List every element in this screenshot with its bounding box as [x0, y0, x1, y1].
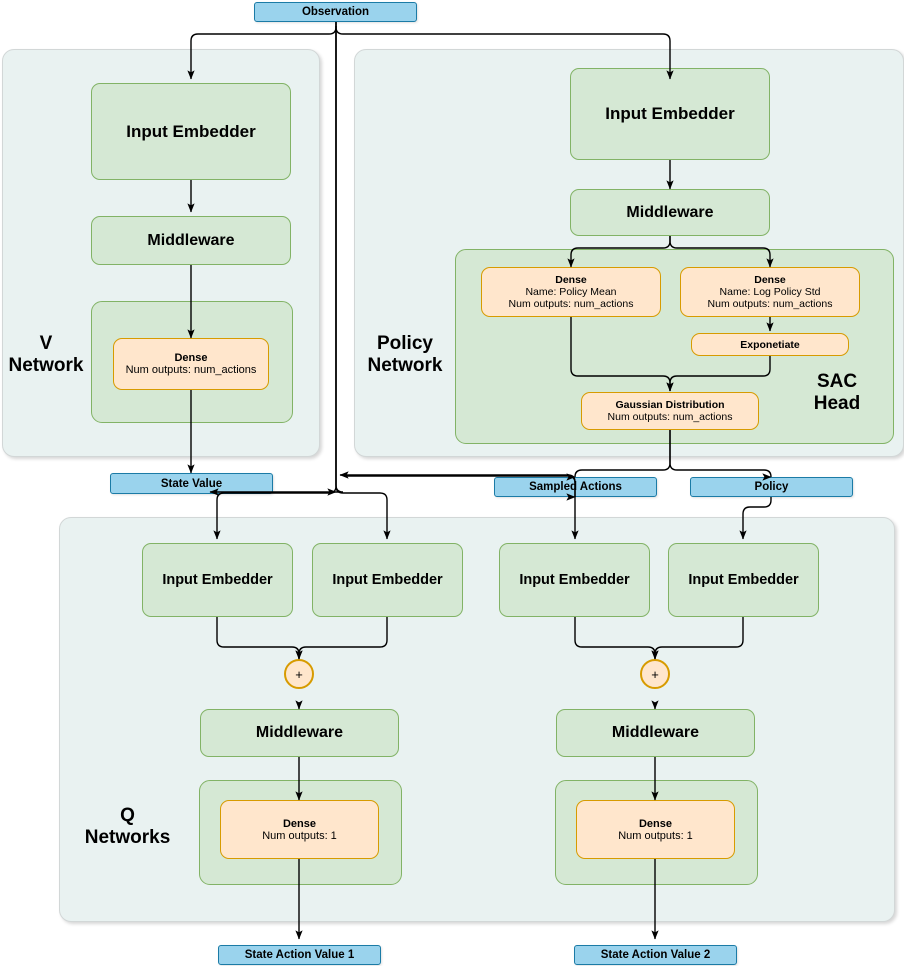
q2-middleware[interactable]: Middleware — [556, 709, 755, 757]
q1-add-node[interactable]: + — [284, 659, 314, 689]
policy-middleware[interactable]: Middleware — [570, 189, 770, 236]
q1-middleware-label: Middleware — [255, 724, 344, 741]
gaussian-outputs: Num outputs: num_actions — [607, 411, 733, 423]
q-input-embedder-3-label: Input Embedder — [519, 572, 630, 588]
q-input-embedder-2[interactable]: Input Embedder — [312, 543, 463, 617]
io-state-action-value-1-label: State Action Value 1 — [244, 949, 355, 961]
v-input-embedder[interactable]: Input Embedder — [91, 83, 291, 180]
q1-add-label: + — [295, 666, 303, 682]
exponetiate-label: Exponetiate — [740, 338, 800, 351]
io-policy-label: Policy — [754, 481, 789, 493]
gaussian-title: Gaussian Distribution — [615, 399, 725, 411]
q1-dense[interactable]: Dense Num outputs: 1 — [220, 800, 379, 859]
io-sampled-actions[interactable]: Sampled Actions — [494, 477, 657, 497]
q1-dense-title: Dense — [282, 817, 317, 830]
group-q-networks-label: Q Networks — [84, 805, 171, 849]
q-input-embedder-1-label: Input Embedder — [162, 572, 273, 588]
v-dense-outputs: Num outputs: num_actions — [125, 364, 257, 376]
q2-add-node[interactable]: + — [640, 659, 670, 689]
io-sampled-actions-label: Sampled Actions — [529, 481, 622, 493]
dense-policy-mean-title: Dense — [555, 274, 587, 286]
exponetiate-node[interactable]: Exponetiate — [691, 333, 849, 356]
q2-dense[interactable]: Dense Num outputs: 1 — [576, 800, 735, 859]
dense-log-policy-std-name: Name: Log Policy Std — [719, 286, 821, 298]
group-v-network-label: V Network — [8, 333, 84, 377]
group-policy-network-label: Policy Network — [367, 333, 443, 377]
io-state-action-value-2-label: State Action Value 2 — [600, 949, 711, 961]
v-middleware[interactable]: Middleware — [91, 216, 291, 265]
v-dense[interactable]: Dense Num outputs: num_actions — [113, 338, 269, 390]
io-observation-label: Observation — [301, 6, 370, 18]
policy-middleware-label: Middleware — [626, 203, 714, 221]
q2-add-label: + — [651, 666, 659, 682]
v-dense-title: Dense — [174, 352, 208, 364]
q-input-embedder-3[interactable]: Input Embedder — [499, 543, 650, 617]
q1-dense-outputs: Num outputs: 1 — [262, 829, 337, 842]
io-state-action-value-1[interactable]: State Action Value 1 — [218, 945, 381, 965]
q1-middleware[interactable]: Middleware — [200, 709, 399, 757]
q-input-embedder-1[interactable]: Input Embedder — [142, 543, 293, 617]
q2-dense-title: Dense — [638, 817, 673, 830]
io-policy[interactable]: Policy — [690, 477, 853, 497]
v-input-embedder-label: Input Embedder — [126, 121, 256, 141]
dense-log-policy-std[interactable]: Dense Name: Log Policy Std Num outputs: … — [680, 267, 860, 317]
policy-input-embedder-label: Input Embedder — [605, 104, 735, 123]
v-middleware-label: Middleware — [147, 231, 235, 249]
dense-policy-mean-name: Name: Policy Mean — [525, 286, 617, 298]
io-state-value[interactable]: State Value — [110, 473, 273, 494]
dense-policy-mean-outputs: Num outputs: num_actions — [508, 298, 634, 310]
gaussian-distribution-node[interactable]: Gaussian Distribution Num outputs: num_a… — [581, 392, 759, 430]
q-input-embedder-2-label: Input Embedder — [332, 572, 443, 588]
dense-log-policy-std-title: Dense — [754, 274, 786, 286]
io-state-action-value-2[interactable]: State Action Value 2 — [574, 945, 737, 965]
q2-middleware-label: Middleware — [611, 724, 700, 741]
dense-policy-mean[interactable]: Dense Name: Policy Mean Num outputs: num… — [481, 267, 661, 317]
q-input-embedder-4-label: Input Embedder — [688, 572, 799, 588]
policy-input-embedder[interactable]: Input Embedder — [570, 68, 770, 160]
q2-dense-outputs: Num outputs: 1 — [618, 829, 693, 842]
io-observation[interactable]: Observation — [254, 2, 417, 22]
dense-log-policy-std-outputs: Num outputs: num_actions — [707, 298, 833, 310]
q-input-embedder-4[interactable]: Input Embedder — [668, 543, 819, 617]
io-state-value-label: State Value — [160, 477, 223, 490]
sac-head-label: SAC Head — [813, 371, 861, 415]
